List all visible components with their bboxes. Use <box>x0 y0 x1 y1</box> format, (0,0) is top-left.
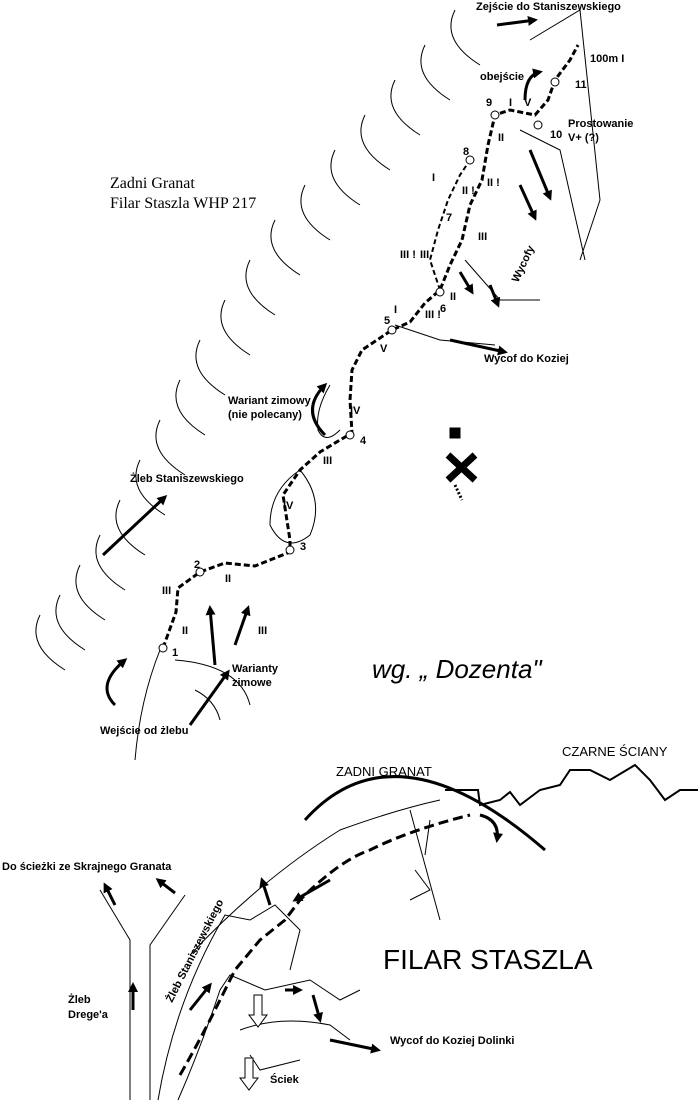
overview-route <box>178 813 471 1076</box>
svg-text:1: 1 <box>172 647 178 659</box>
svg-text:II: II <box>225 573 231 585</box>
svg-text:zimowe: zimowe <box>232 677 272 689</box>
svg-text:7: 7 <box>446 212 452 224</box>
svg-text:II !: II ! <box>462 185 475 197</box>
overview-arrows <box>103 813 503 1054</box>
svg-text:Żleb Staniszewskiego: Żleb Staniszewskiego <box>130 472 244 485</box>
svg-text:II: II <box>182 625 188 637</box>
svg-text:obejście: obejście <box>480 71 524 83</box>
topo-labels: Zejście do Staniszewskiego 100m I obejśc… <box>100 1 633 737</box>
svg-text:100m I: 100m I <box>590 53 624 65</box>
topo-arrows <box>101 15 552 726</box>
svg-text:9: 9 <box>486 97 492 109</box>
svg-text:6: 6 <box>440 303 446 315</box>
svg-text:III !: III ! <box>425 309 441 321</box>
grades: I V II I III II ! II ! III III ! II III … <box>162 97 532 637</box>
topo-title-1: Zadni Granat <box>110 175 195 192</box>
svg-text:II: II <box>450 291 456 303</box>
topo-title-2: Filar Staszla WHP 217 <box>110 195 256 212</box>
svg-text:Warianty: Warianty <box>232 663 279 675</box>
svg-text:V: V <box>524 97 532 109</box>
svg-text:5: 5 <box>384 315 390 327</box>
svg-text:II !: II ! <box>487 177 500 189</box>
compass-icon <box>445 427 478 501</box>
svg-text:10: 10 <box>550 129 562 141</box>
svg-text:Prostowanie: Prostowanie <box>568 118 633 130</box>
svg-text:Wycof do Koziej Dolinki: Wycof do Koziej Dolinki <box>390 1035 514 1047</box>
svg-text:V+ (?): V+ (?) <box>568 132 599 144</box>
rock-outlines <box>134 9 601 761</box>
svg-text:11: 11 <box>575 79 587 91</box>
svg-text:III: III <box>478 231 487 243</box>
svg-text:III: III <box>162 585 171 597</box>
svg-text:Wycof do Koziej: Wycof do Koziej <box>484 353 569 365</box>
svg-text:Drege'a: Drege'a <box>68 1009 109 1021</box>
route-variant-left <box>428 159 471 291</box>
svg-text:4: 4 <box>360 435 367 447</box>
svg-text:8: 8 <box>463 146 469 158</box>
svg-text:III: III <box>420 249 429 261</box>
svg-text:Wariant zimowy: Wariant zimowy <box>228 395 312 407</box>
svg-text:Do ścieżki ze Skrajnego Granat: Do ścieżki ze Skrajnego Granata <box>2 861 172 873</box>
route-line <box>161 44 580 649</box>
belay-numbers: 1 2 3 4 5 6 7 8 9 10 11 <box>172 79 587 659</box>
svg-text:I: I <box>432 172 435 184</box>
svg-text:ZADNI GRANAT: ZADNI GRANAT <box>336 764 432 779</box>
svg-text:I: I <box>394 304 397 316</box>
svg-text:FILAR STASZLA: FILAR STASZLA <box>383 944 593 975</box>
svg-text:2: 2 <box>194 559 200 571</box>
svg-text:IV: IV <box>283 500 294 512</box>
ridge-hatching <box>35 9 481 671</box>
svg-text:II: II <box>498 132 504 144</box>
svg-text:3: 3 <box>300 541 306 553</box>
svg-text:CZARNE ŚCIANY: CZARNE ŚCIANY <box>562 744 668 759</box>
svg-text:V: V <box>380 343 388 355</box>
svg-text:(nie polecany): (nie polecany) <box>228 409 302 421</box>
svg-text:Zejście do Staniszewskiego: Zejście do Staniszewskiego <box>476 1 621 13</box>
svg-text:I: I <box>509 97 512 109</box>
belay-markers <box>158 77 560 653</box>
svg-text:Wycofy: Wycofy <box>510 243 538 284</box>
outline-arrows <box>239 994 268 1091</box>
svg-text:IV: IV <box>350 405 361 417</box>
svg-text:III: III <box>258 625 267 637</box>
svg-text:III: III <box>323 455 332 467</box>
svg-text:Żleb: Żleb <box>68 993 91 1006</box>
svg-text:III !: III ! <box>400 249 416 261</box>
author-credit: wg. „ Dozenta" <box>372 654 543 684</box>
svg-text:Ściek: Ściek <box>270 1073 300 1086</box>
overview-lines <box>99 763 698 1101</box>
svg-text:Wejście od żlebu: Wejście od żlebu <box>100 725 188 737</box>
